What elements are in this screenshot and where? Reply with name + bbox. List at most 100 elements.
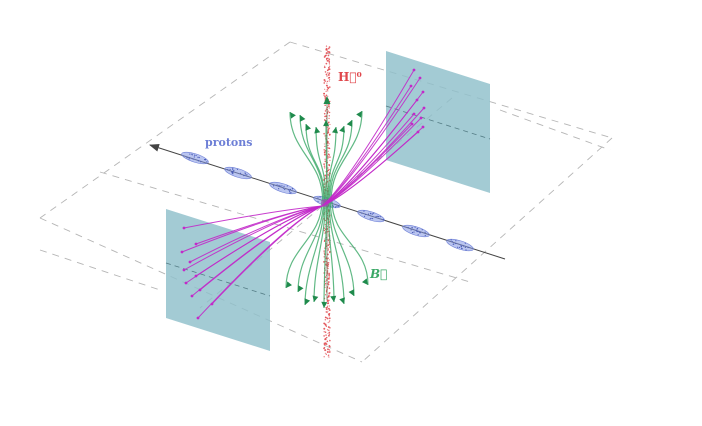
hydrogen-atom bbox=[329, 52, 331, 54]
hydrogen-atom bbox=[323, 151, 326, 153]
hydrogen-atom bbox=[327, 131, 329, 133]
hydrogen-atom bbox=[323, 132, 325, 135]
hydrogen-atom bbox=[327, 303, 329, 305]
hydrogen-atom bbox=[327, 129, 329, 131]
hydrogen-atom bbox=[324, 233, 326, 235]
detector-panel-left bbox=[165, 209, 271, 351]
hydrogen-atom bbox=[323, 331, 325, 333]
field-arrowhead bbox=[346, 120, 353, 127]
hydrogen-atom bbox=[324, 338, 327, 341]
trajectory-endpoint bbox=[194, 242, 198, 246]
scattered-trajectory bbox=[183, 205, 323, 229]
trajectory-endpoint bbox=[415, 98, 419, 102]
hydrogen-atom bbox=[328, 276, 330, 278]
hydrogen-atom bbox=[327, 322, 329, 324]
field-arrowhead bbox=[312, 295, 319, 302]
hydrogen-atom bbox=[327, 144, 329, 147]
hydrogen-atom bbox=[324, 104, 326, 107]
field-line bbox=[299, 114, 325, 201]
hydrogen-atom bbox=[327, 277, 329, 280]
scattered-trajectories-front bbox=[180, 199, 329, 320]
hydrogen-atom bbox=[324, 316, 327, 319]
hydrogen-atom bbox=[325, 62, 328, 65]
hydrogen-atom bbox=[327, 307, 330, 310]
hydrogen-atom bbox=[324, 352, 326, 354]
hydrogen-atom bbox=[327, 267, 329, 270]
field-line bbox=[328, 125, 345, 201]
hydrogen-atom bbox=[324, 282, 327, 285]
proton-bunches bbox=[181, 151, 474, 252]
hydrogen-atom bbox=[327, 72, 329, 74]
trajectory-endpoint bbox=[422, 106, 426, 110]
hydrogen-atom bbox=[327, 326, 330, 329]
hydrogen-atom bbox=[329, 350, 331, 352]
hydrogen-atom bbox=[326, 58, 328, 60]
hydrogen-atom bbox=[323, 94, 325, 97]
trajectory-endpoint bbox=[421, 125, 425, 129]
hydrogen-atom bbox=[328, 47, 330, 50]
scattered-trajectory bbox=[197, 205, 323, 319]
trajectory-endpoint bbox=[182, 268, 186, 272]
hydrogen-atom bbox=[327, 261, 330, 264]
trajectory-endpoint bbox=[418, 76, 422, 80]
hydrogen-atom bbox=[328, 137, 330, 140]
hydrogen-atom bbox=[323, 163, 325, 166]
hydrogen-atom bbox=[327, 301, 329, 303]
hydrogen-atom bbox=[323, 56, 326, 58]
hydrogen-beam-label: H⃗⁰ bbox=[338, 70, 362, 84]
hydrogen-atom bbox=[327, 239, 330, 242]
hydrogen-atom bbox=[323, 82, 326, 84]
hydrogen-atom bbox=[328, 309, 331, 312]
field-arrowhead bbox=[298, 285, 304, 292]
field-line bbox=[327, 199, 335, 303]
hydrogen-atom bbox=[323, 149, 325, 151]
hydrogen-atom bbox=[324, 145, 326, 147]
hydrogen-atom bbox=[327, 310, 329, 312]
hydrogen-atom bbox=[325, 353, 327, 355]
hydrogen-atom bbox=[328, 121, 330, 123]
field-line bbox=[304, 199, 325, 306]
proton-bunch bbox=[181, 151, 209, 165]
field-arrowhead bbox=[290, 112, 296, 119]
grid-edge-back-right bbox=[289, 41, 613, 139]
hydrogen-atom bbox=[328, 274, 331, 277]
hydrogen-atom bbox=[324, 160, 327, 163]
hydrogen-atom bbox=[323, 240, 326, 243]
proton-bunch bbox=[357, 209, 385, 223]
field-arrowhead bbox=[362, 278, 368, 285]
field-arrowhead bbox=[323, 120, 330, 127]
hydrogen-atom bbox=[323, 356, 325, 358]
scattered-trajectory bbox=[181, 205, 323, 253]
field-line bbox=[285, 199, 323, 289]
hydrogen-atom bbox=[328, 107, 330, 109]
hydrogen-atom bbox=[327, 150, 329, 152]
field-line bbox=[329, 119, 353, 201]
hydrogen-atom bbox=[323, 322, 325, 325]
proton-bunch bbox=[224, 166, 252, 180]
hydrogen-atom bbox=[326, 89, 329, 91]
hydrogen-atom bbox=[329, 320, 331, 322]
hydrogen-atom bbox=[327, 87, 330, 90]
trajectory-endpoint bbox=[196, 316, 200, 320]
field-arrowhead bbox=[348, 289, 354, 296]
hydrogen-atom bbox=[327, 248, 329, 250]
field-line bbox=[289, 111, 324, 201]
hydrogen-atom bbox=[324, 158, 326, 160]
hydrogen-atom bbox=[328, 349, 330, 351]
field-arrowhead bbox=[314, 127, 321, 134]
hydrogen-atom bbox=[328, 115, 330, 117]
hydrogen-atom bbox=[329, 351, 331, 354]
field-line bbox=[330, 110, 363, 201]
trajectory-endpoint bbox=[416, 130, 420, 134]
hydrogen-atom bbox=[324, 88, 326, 90]
hydrogen-atom bbox=[326, 329, 329, 331]
hydrogen-atom bbox=[328, 321, 330, 323]
hydrogen-atom bbox=[327, 74, 330, 76]
grid-side-right bbox=[499, 109, 611, 151]
hydrogen-atom bbox=[328, 356, 330, 358]
hydrogen-atom bbox=[328, 331, 331, 334]
hydrogen-atom bbox=[328, 287, 331, 290]
hydrogen-atom bbox=[326, 336, 328, 339]
hydrogen-atom bbox=[323, 252, 325, 254]
